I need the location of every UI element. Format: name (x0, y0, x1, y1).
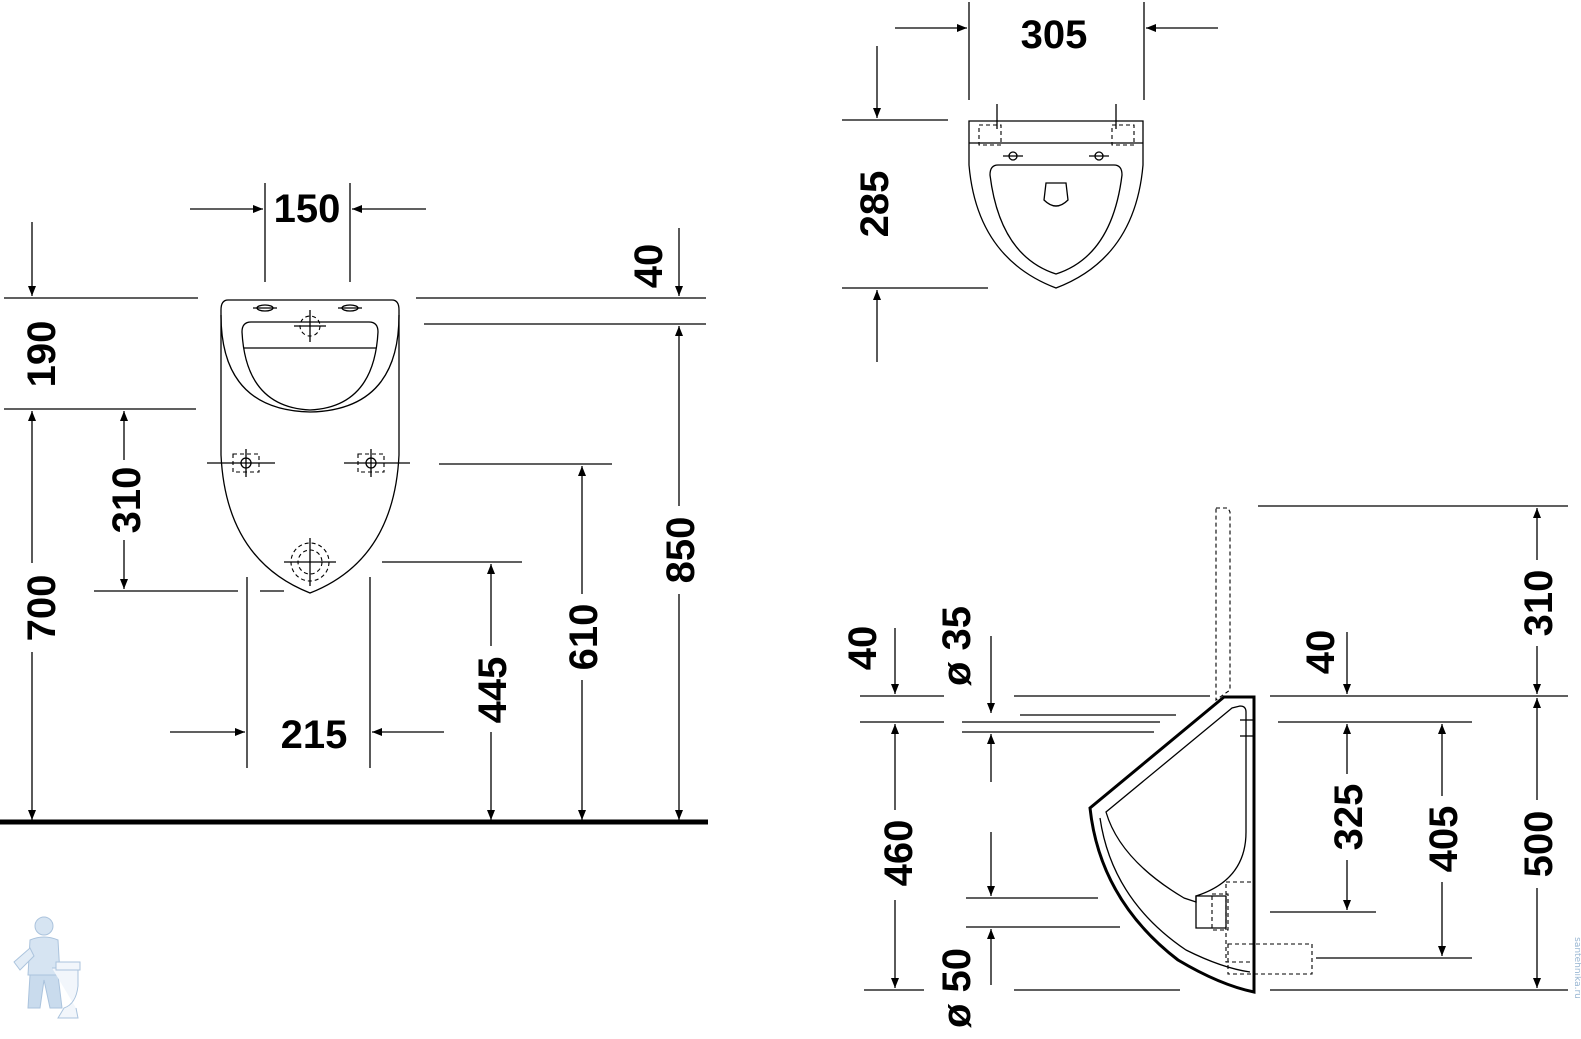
side-urinal-body (1088, 695, 1256, 994)
side-waste-pipe (1211, 881, 1313, 975)
top-urinal-outline (968, 120, 1144, 289)
top-bowl-opening (989, 164, 1123, 275)
dim-500-label: 500 (1517, 811, 1561, 878)
dim-d35-label: ø 35 (935, 606, 979, 686)
dim-d50-label: ø 50 (935, 948, 979, 1028)
dim-40-front-label: 40 (627, 244, 671, 289)
dim-610-label: 610 (562, 604, 606, 671)
dim-40-side-right-label: 40 (1299, 630, 1343, 675)
drain-outlet (284, 538, 336, 586)
dim-150-label: 150 (274, 187, 341, 231)
dim-310-label: 310 (105, 467, 149, 534)
side-view: 40 460 ø 35 ø 50 40 325 405 310 500 (841, 505, 1568, 1028)
front-urinal-inner-rim (220, 314, 400, 413)
dim-460-label: 460 (877, 820, 921, 887)
dim-405-label: 405 (1422, 806, 1466, 873)
front-bowl-opening (241, 321, 379, 411)
dim-305-label: 305 (1021, 13, 1088, 57)
plumber-mascot-icon (13, 916, 81, 1019)
dim-325-label: 325 (1327, 784, 1371, 851)
watermark-text: santehnika.ru (1572, 937, 1581, 999)
dim-445-label: 445 (471, 657, 515, 724)
dim-310-side-label: 310 (1517, 570, 1561, 637)
side-trap (1195, 895, 1227, 929)
top-fixing-holes (253, 304, 362, 342)
dim-700-label: 700 (20, 575, 64, 642)
top-drain (1043, 182, 1069, 207)
dim-285-label: 285 (853, 171, 897, 238)
side-urinal-inner (1105, 705, 1247, 903)
dim-190-label: 190 (20, 321, 64, 388)
dim-850-label: 850 (659, 517, 703, 584)
dim-40-side-left-label: 40 (841, 626, 885, 671)
side-fixings (207, 449, 410, 477)
top-fixing-marks (978, 124, 1135, 161)
front-view: 150 190 700 310 40 850 610 445 215 (0, 183, 708, 825)
dim-215-label: 215 (281, 713, 348, 757)
top-view: 305 285 (842, 2, 1218, 362)
side-supply-pipe (1215, 507, 1231, 702)
front-urinal-outline (220, 299, 400, 594)
